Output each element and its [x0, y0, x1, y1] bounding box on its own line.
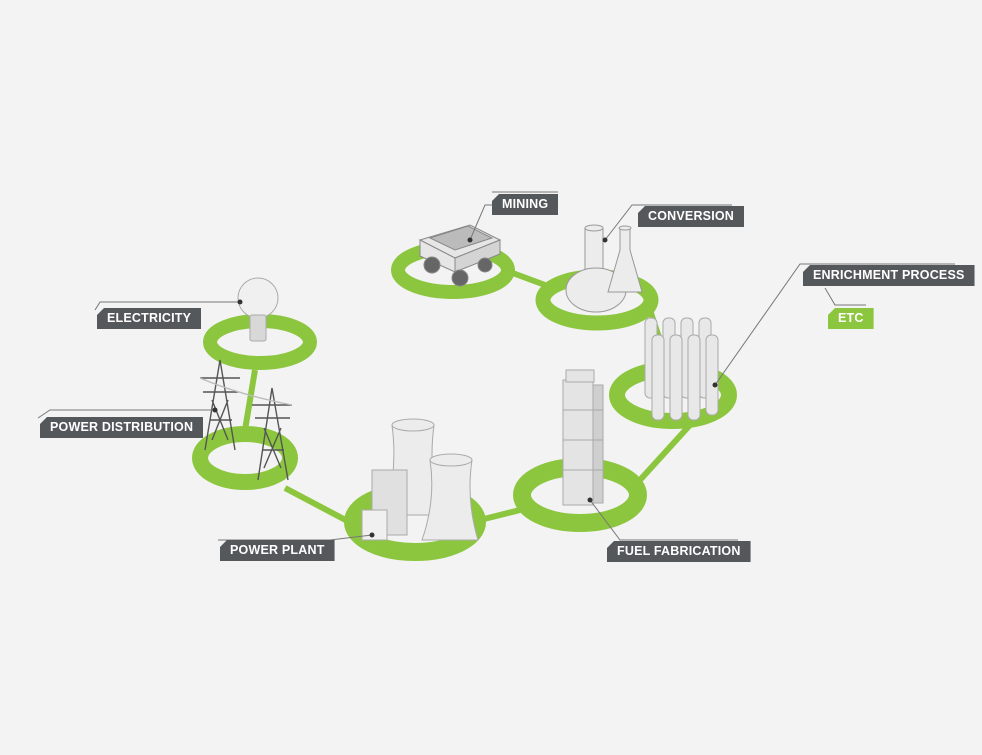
power-pylons-icon: [199, 359, 293, 481]
cooling-towers-icon: [361, 418, 479, 541]
label-enrichment-process: ENRICHMENT PROCESS: [803, 265, 975, 286]
conversion-flasks-icon: [565, 224, 643, 313]
label-electricity: ELECTRICITY: [97, 308, 202, 329]
ring-power-distribution: [192, 426, 298, 490]
label-power-distribution: POWER DISTRIBUTION: [40, 417, 204, 438]
label-etc: ETC: [828, 308, 874, 329]
mining-truck-icon: [418, 224, 502, 287]
centrifuge-cylinders-icon: [644, 317, 719, 421]
leader-dots: [212, 237, 718, 538]
fuel-assembly-icon: [562, 369, 604, 506]
label-conversion: CONVERSION: [638, 206, 745, 227]
light-bulb-icon: [237, 277, 279, 342]
label-power-plant: POWER PLANT: [220, 540, 335, 561]
label-mining: MINING: [492, 194, 559, 215]
stage-rings: [192, 241, 737, 561]
label-fuel-fabrication: FUEL FABRICATION: [607, 541, 751, 562]
